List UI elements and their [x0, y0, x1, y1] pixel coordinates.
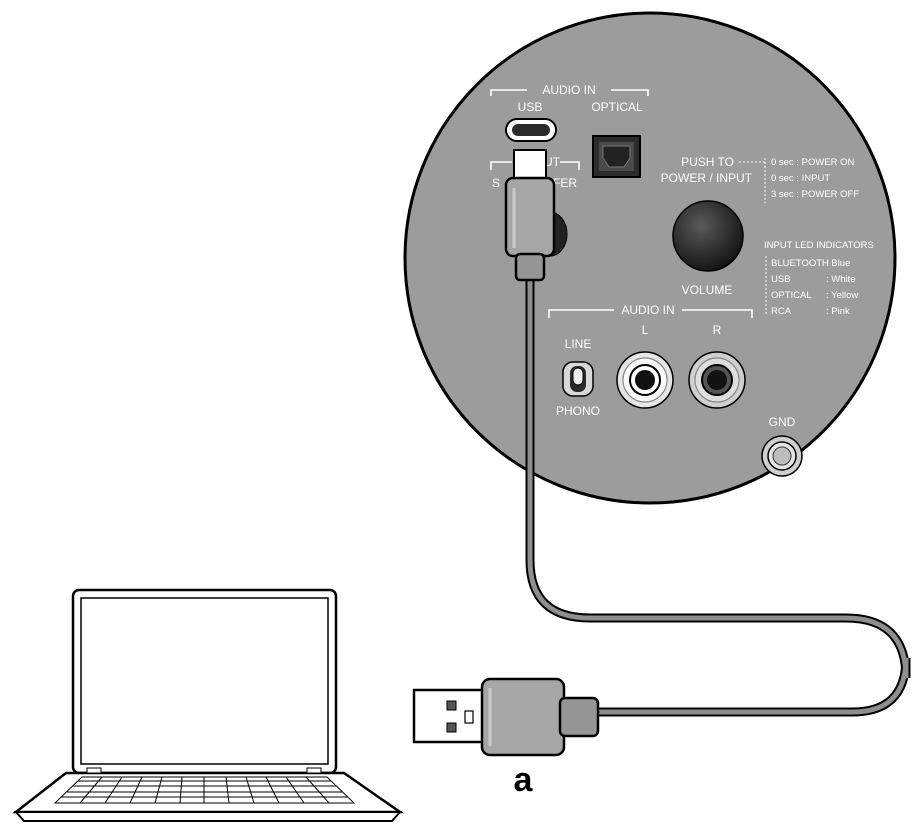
usb-c-plug [504, 149, 556, 282]
laptop-screen [80, 597, 329, 765]
gnd-terminal [761, 435, 803, 477]
bottom-audio-in-label: AUDIO IN [621, 303, 674, 317]
led-row-color: : Yellow [826, 290, 858, 301]
rca-left-jack [616, 351, 674, 409]
subwoofer-label-left: S [492, 176, 500, 190]
subwoofer-out-label: UT [544, 155, 561, 169]
led-row-name: RCA [771, 306, 792, 317]
optical-label: OPTICAL [591, 100, 643, 114]
led-legend-rows: BLUETOOTH : Blue USB : White OPTICAL : Y… [771, 258, 858, 317]
rca-right-label: R [713, 323, 722, 337]
usb-c-port [505, 118, 557, 142]
led-row-name: USB [771, 274, 791, 285]
subwoofer-out-bracket [490, 161, 580, 170]
callout-a: a [514, 761, 534, 799]
laptop-base-edge [13, 811, 403, 822]
volume-knob [672, 200, 744, 272]
subwoofer-label-right: FER [553, 176, 577, 190]
laptop-keyboard [53, 776, 356, 804]
line-label: LINE [565, 337, 592, 351]
led-row-name: OPTICAL [771, 290, 812, 301]
usb-cable [525, 270, 911, 717]
led-row-name: BLUETOOTH [771, 258, 829, 269]
timing-power-on: 0 sec : POWER ON [771, 157, 855, 168]
gnd-label: GND [769, 415, 796, 429]
top-audio-in-label: AUDIO IN [542, 83, 595, 97]
led-row-color: : Pink [826, 306, 850, 317]
laptop-illustration [12, 588, 404, 822]
speaker-back-panel: AUDIO IN USB OPTICAL UT S FER PUSH TO PO… [403, 11, 897, 505]
led-row-color: : Blue [826, 258, 850, 269]
top-audio-in-bracket [490, 89, 649, 96]
optical-port [592, 135, 641, 178]
rca-right-jack [688, 351, 746, 409]
phono-label: PHONO [556, 404, 600, 418]
timing-power-off: 3 sec : POWER OFF [771, 189, 859, 200]
volume-label: VOLUME [682, 283, 733, 297]
bottom-audio-in-bracket [548, 309, 753, 318]
push-to-label: PUSH TO [681, 155, 734, 169]
timing-input: 0 sec : INPUT [771, 173, 830, 184]
usb-a-plug [412, 677, 600, 757]
led-row-color: : White [826, 274, 856, 285]
power-input-label: POWER / INPUT [661, 171, 753, 185]
usb-label: USB [518, 100, 543, 114]
led-indicators-title: INPUT LED INDICATORS [764, 240, 874, 251]
rca-left-label: L [642, 323, 649, 337]
line-phono-switch [562, 361, 594, 397]
